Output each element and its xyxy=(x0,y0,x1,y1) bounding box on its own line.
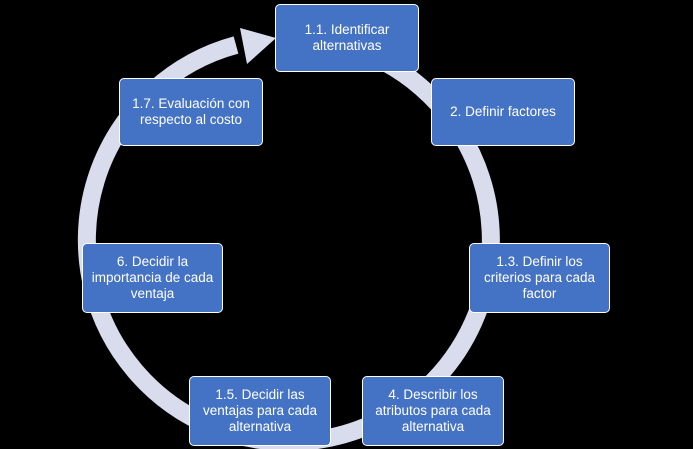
step-6-label: 6. Decidir la importancia de cada ventaj… xyxy=(91,253,214,302)
step-1-label: 1.1. Identificar alternativas xyxy=(304,21,390,53)
step-5-decidir-ventajas: 1.5. Decidir las ventajas para cada alte… xyxy=(189,376,331,446)
step-5-label: 1.5. Decidir las ventajas para cada alte… xyxy=(202,386,318,435)
step-7-evaluacion-costo: 1.7. Evaluación con respecto al costo xyxy=(119,78,263,146)
step-3-label: 1.3. Definir los criterios para cada fac… xyxy=(483,253,596,302)
step-4-label: 4. Describir los atributos para cada alt… xyxy=(375,386,491,435)
step-7-label: 1.7. Evaluación con respecto al costo xyxy=(132,95,250,127)
step-6-decidir-importancia: 6. Decidir la importancia de cada ventaj… xyxy=(82,243,223,313)
cycle-arrowhead-icon xyxy=(240,28,276,64)
step-2-definir-factores: 2. Definir factores xyxy=(431,78,575,146)
step-2-label: 2. Definir factores xyxy=(450,103,556,119)
step-4-describir-atributos: 4. Describir los atributos para cada alt… xyxy=(362,376,504,446)
step-1-identificar-alternativas: 1.1. Identificar alternativas xyxy=(275,4,419,72)
step-3-definir-criterios: 1.3. Definir los criterios para cada fac… xyxy=(469,243,610,313)
